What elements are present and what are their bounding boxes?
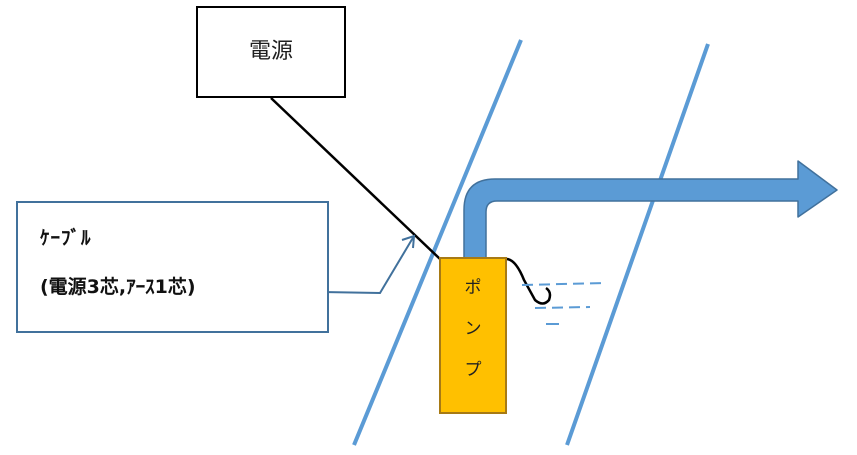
power-source-label: 電源	[248, 39, 293, 64]
pump-label-char: プ	[464, 360, 482, 380]
callout-pointer	[321, 235, 415, 295]
callout-arrowhead	[401, 234, 416, 249]
cable-label: ｹｰﾌﾞﾙ	[40, 227, 92, 249]
float-switch-wire	[506, 257, 552, 305]
cable-spec-label: (電源3芯,ｱｰｽ1芯)	[40, 276, 196, 298]
wall-line-right	[565, 43, 710, 446]
water-level-mark-1	[521, 282, 606, 286]
power-cable-line	[270, 97, 441, 260]
cable-callout-box: ｹｰﾌﾞﾙ (電源3芯,ｱｰｽ1芯)	[16, 201, 329, 333]
wall-line-left	[352, 39, 523, 446]
water-level-mark-2	[534, 306, 591, 309]
power-source-box: 電源	[196, 6, 346, 98]
pump-label-char: ン	[464, 319, 482, 339]
pump-label-char: ポ	[464, 278, 482, 298]
discharge-arrow	[463, 160, 838, 259]
pump-box: ポ ン プ	[439, 257, 507, 414]
